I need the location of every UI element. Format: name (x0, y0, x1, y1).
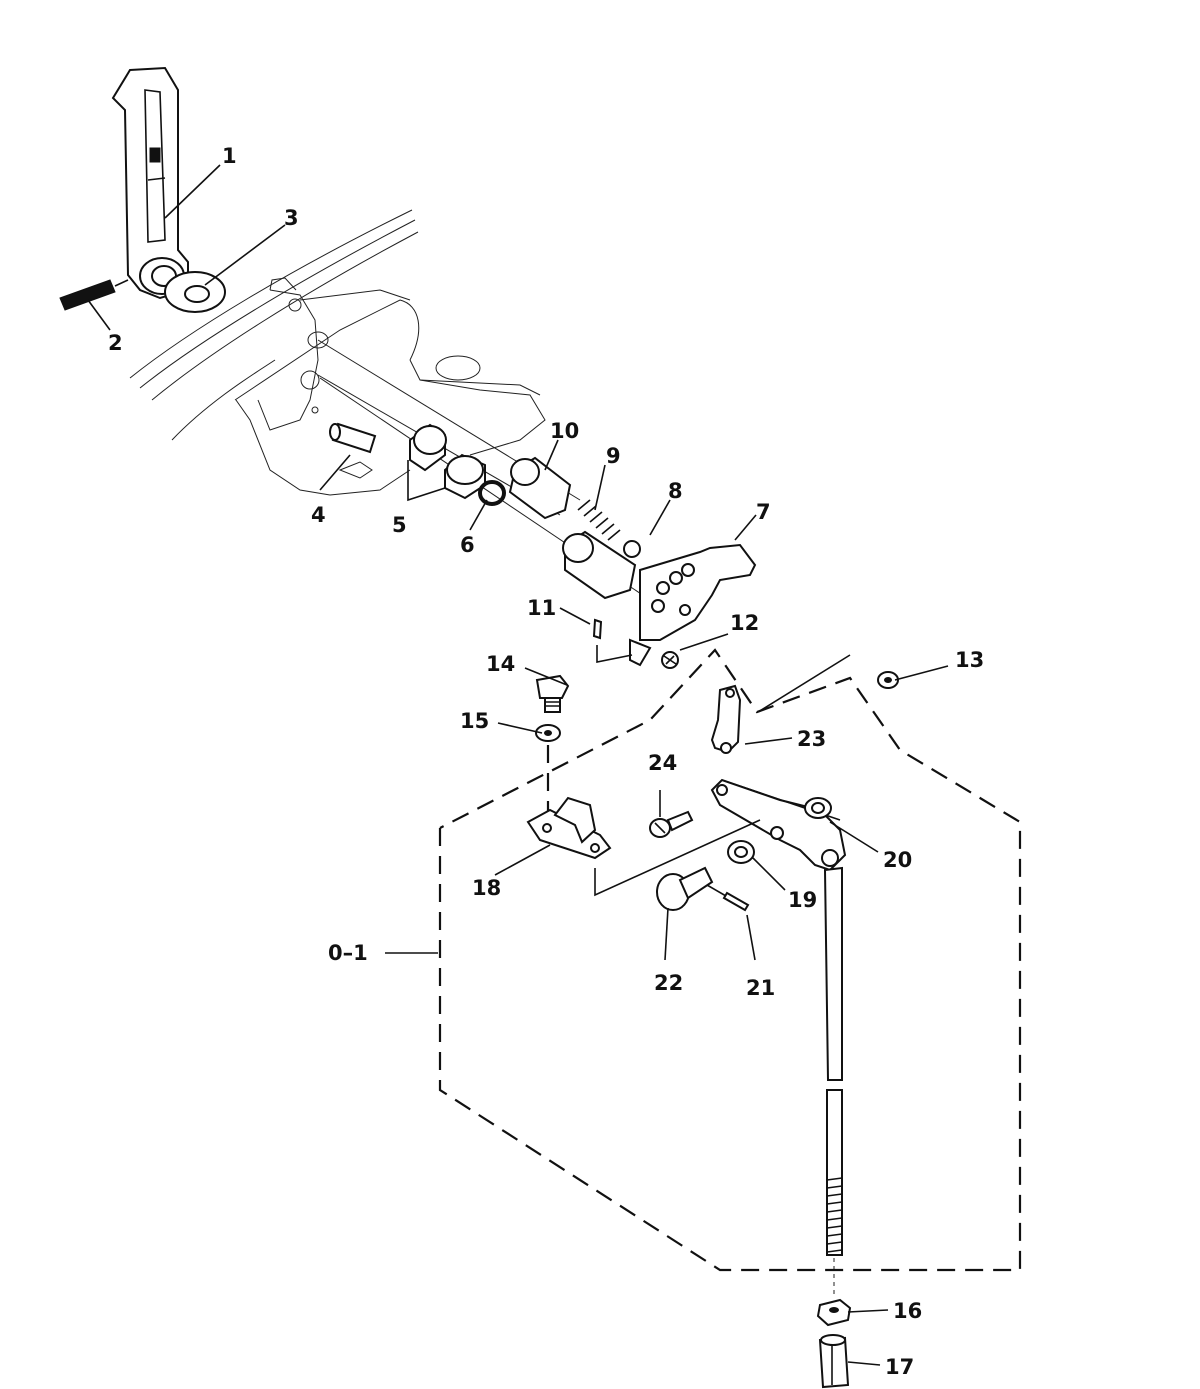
washer-19-part (727, 840, 755, 864)
ring-part (478, 480, 506, 506)
pin-part (59, 279, 129, 311)
cotter-key-part (592, 618, 603, 640)
assembly-boundary (438, 648, 1022, 1272)
callout-6: 6 (460, 533, 475, 557)
subgroup-lines (407, 460, 851, 897)
washer-part (164, 271, 226, 313)
callout-11: 11 (527, 596, 556, 620)
small-pin-part (706, 884, 750, 912)
throttle-rod-part (823, 866, 843, 1256)
callout-14: 14 (486, 652, 515, 676)
bolt-part (535, 674, 570, 713)
callout-23: 23 (797, 727, 826, 751)
callout-24: 24 (648, 751, 677, 775)
callout-labels: 1 2 3 4 5 6 7 8 9 10 11 12 13 14 15 16 1… (108, 144, 984, 1379)
leader-lines (87, 164, 949, 1366)
dowel-part (329, 422, 377, 454)
shaft-bracket-part (562, 530, 757, 667)
clevis-pin-part (656, 866, 714, 911)
callout-1: 1 (222, 144, 237, 168)
callout-12: 12 (730, 611, 759, 635)
ball-part (623, 540, 641, 558)
callout-17: 17 (885, 1355, 914, 1379)
callout-19: 19 (788, 888, 817, 912)
callout-5: 5 (392, 513, 407, 537)
callout-4: 4 (311, 503, 326, 527)
small-washer-part (535, 724, 561, 742)
engine-housing-outline (129, 209, 546, 496)
callout-9: 9 (606, 444, 621, 468)
callout-16: 16 (893, 1299, 922, 1323)
callout-13: 13 (955, 648, 984, 672)
link-part (710, 684, 742, 754)
callout-10: 10 (550, 419, 579, 443)
sleeve-part (508, 456, 572, 520)
rod-nut-part (816, 1298, 852, 1327)
spring-part (577, 499, 621, 541)
throttle-arm-part (710, 778, 847, 872)
callout-2: 2 (108, 331, 123, 355)
screw-head-part (661, 651, 679, 669)
lever-part (111, 66, 189, 300)
callout-21: 21 (746, 976, 775, 1000)
bracket-plate-part (526, 796, 612, 860)
coupler-part (818, 1334, 850, 1389)
callout-22: 22 (654, 971, 683, 995)
callout-18: 18 (472, 876, 501, 900)
callout-15: 15 (460, 709, 489, 733)
washer-20-part (804, 797, 832, 819)
assembly-label: 0–1 (328, 941, 368, 965)
bushing-part (409, 423, 486, 500)
callout-7: 7 (756, 500, 771, 524)
screw-part (649, 810, 694, 838)
callout-8: 8 (668, 479, 683, 503)
callout-20: 20 (883, 848, 912, 872)
callout-3: 3 (284, 206, 299, 230)
